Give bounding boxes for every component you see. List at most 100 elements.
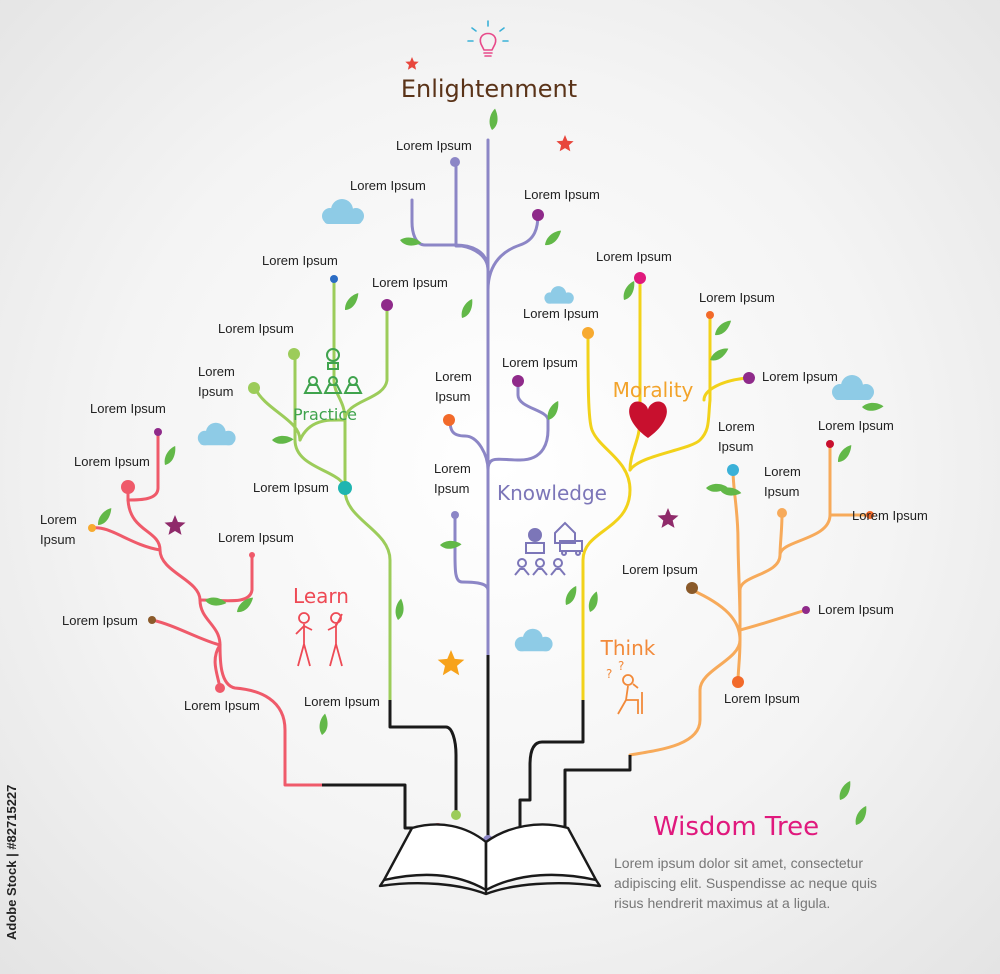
knowledge-branch — [453, 513, 490, 592]
branch-end-dot — [512, 375, 524, 387]
leaves — [97, 108, 884, 825]
branch-label-line: Lorem — [764, 464, 801, 479]
branch-end-dot — [248, 382, 260, 394]
trunk-root — [543, 755, 632, 830]
leaf-icon — [440, 540, 462, 549]
category-think: Think — [600, 636, 656, 660]
trunk-root — [322, 783, 438, 830]
leaf-icon — [205, 597, 227, 606]
branch-label: Lorem Ipsum — [262, 253, 338, 268]
leaf-icon — [839, 781, 851, 800]
branch-label: Lorem Ipsum — [253, 480, 329, 495]
branch-label: Lorem Ipsum — [218, 321, 294, 336]
star-icon — [405, 57, 419, 70]
lightbulb-icon — [467, 20, 509, 57]
branch-label: Lorem Ipsum — [523, 306, 599, 321]
learn-branch — [126, 430, 160, 502]
learn-branch — [150, 618, 222, 647]
knowledge-teaching-icon — [514, 521, 583, 576]
branch-label-line: Ipsum — [198, 384, 233, 399]
branch-label: Lorem Ipsum — [818, 418, 894, 433]
branch-end-dot — [686, 582, 698, 594]
branch-end-dot — [154, 428, 162, 436]
branch-label-line: Ipsum — [40, 532, 75, 547]
branch-label-line: Ipsum — [434, 481, 469, 496]
branch-label: Lorem Ipsum — [524, 187, 600, 202]
learn-people-icon — [295, 612, 343, 667]
morality-branch — [628, 276, 642, 472]
knowledge-branch — [486, 212, 540, 292]
branch-label: Lorem Ipsum — [62, 613, 138, 628]
leaf-icon — [97, 508, 112, 525]
cloud-base — [199, 438, 234, 446]
cloud-puff — [841, 375, 863, 397]
branch-end-dot — [732, 676, 744, 688]
think-branch — [731, 468, 742, 622]
leaf-icon — [565, 586, 577, 605]
branch-end-dot — [88, 524, 96, 532]
think-branch — [690, 588, 742, 642]
branch-end-dot — [777, 508, 787, 518]
branch-end-dot — [532, 209, 544, 221]
branch-end-dot — [582, 327, 594, 339]
knowledge-branch — [410, 198, 490, 272]
branch-label-line: Ipsum — [435, 389, 470, 404]
brand-description-line-2: adipiscing elit. Suspendisse ac neque qu… — [614, 875, 877, 891]
leaf-icon — [545, 230, 562, 246]
cloud-puff — [331, 199, 353, 221]
branch-label: Lorem Ipsum — [90, 401, 166, 416]
cloud-base — [834, 392, 872, 400]
cloud-icon — [322, 199, 364, 224]
leaf-icon — [588, 591, 598, 612]
cloud-base — [545, 298, 573, 304]
branch-label: Lorem Ipsum — [724, 691, 800, 706]
cloud-icon — [544, 286, 574, 304]
branch-end-dot — [743, 372, 755, 384]
category-knowledge: Knowledge — [497, 481, 607, 505]
branch-label: Lorem Ipsum — [502, 355, 578, 370]
leaf-icon — [710, 348, 729, 361]
cloud-base — [516, 644, 551, 652]
cloud-puff — [550, 286, 567, 302]
leaf-icon — [395, 598, 404, 620]
morality-branch — [581, 333, 632, 702]
learn-branch — [126, 486, 324, 787]
branch-label: Lorem Ipsum — [818, 602, 894, 617]
cloud-icon — [832, 375, 874, 400]
branch-label: Lorem Ipsum — [304, 694, 380, 709]
leaf-icon — [237, 597, 254, 613]
branch-label-line: Lorem — [435, 369, 472, 384]
leaf-icon — [720, 487, 742, 496]
branch-end-dot — [802, 606, 810, 614]
leaf-icon — [461, 299, 473, 318]
branch-label-line: Lorem — [198, 364, 235, 379]
star-icon — [657, 508, 679, 528]
branch-end-dot — [451, 511, 459, 519]
branch-label: Lorem Ipsum — [372, 275, 448, 290]
category-learn: Learn — [293, 584, 349, 608]
practice-branch — [332, 278, 347, 422]
morality-branch — [628, 313, 712, 472]
think-branch — [778, 512, 784, 557]
cloud-base — [324, 216, 362, 224]
branch-end-dot — [727, 464, 739, 476]
leaf-icon — [164, 446, 176, 465]
leaf-icon — [855, 806, 867, 825]
svg-text:?: ? — [618, 659, 624, 673]
branch-label-line: Lorem — [718, 419, 755, 434]
branch-label: Lorem Ipsum — [596, 249, 672, 264]
branch-end-dot — [443, 414, 455, 426]
decorations — [164, 57, 874, 676]
stock-watermark: Adobe Stock | #82715227 — [4, 785, 19, 940]
leaf-icon — [400, 237, 422, 246]
branch-label: Lorem Ipsum — [762, 369, 838, 384]
branch-end-dot — [148, 616, 156, 624]
thinking-person-icon: ? ? — [606, 659, 643, 715]
leaf-icon — [837, 445, 852, 462]
cloud-puff — [205, 422, 226, 443]
star-icon — [164, 515, 186, 535]
practice-branch — [253, 386, 302, 442]
branch-end-dot — [288, 348, 300, 360]
